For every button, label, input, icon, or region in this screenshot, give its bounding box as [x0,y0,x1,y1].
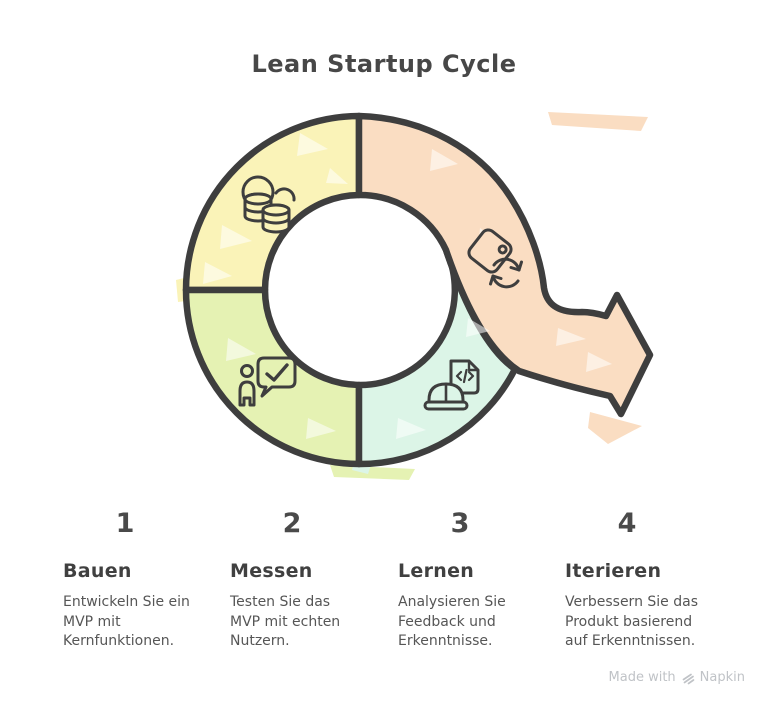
napkin-logo-icon [681,671,695,685]
watermark-brand: Napkin [699,670,745,685]
step-number: 4 [617,508,637,539]
step-title: Messen [230,560,313,582]
coins-icon [241,175,296,234]
step-title: Lernen [398,560,475,582]
lean-startup-cycle-diagram [176,112,654,480]
step-number: 2 [282,508,302,539]
step-column-1: 1 Bauen Entwickeln Sie ein MVP mit Kernf… [63,506,225,652]
step-column-4: 4 Iterieren Verbessern Sie das Produkt b… [565,506,727,652]
hardhat-code-doc-icon [423,359,480,411]
step-column-3: 3 Lernen Analysieren Sie Feedback und Er… [398,506,560,652]
sketch-overshoot-patches [176,112,648,480]
step-number: 3 [450,508,470,539]
step-title: Iterieren [565,560,662,582]
step-number: 1 [115,508,135,539]
step-column-2: 2 Messen Testen Sie das MVP mit echten N… [230,506,392,652]
napkin-watermark[interactable]: Made with Napkin [609,670,745,685]
step-description: Testen Sie das MVP mit echten Nutzern. [230,594,341,649]
watermark-prefix: Made with [608,670,676,685]
page-title: Lean Startup Cycle [251,50,517,78]
user-check-bubble-icon [238,356,297,407]
step-description: Analysieren Sie Feedback und Erkenntniss… [398,594,506,649]
step-description: Entwickeln Sie ein MVP mit Kernfunktione… [63,594,190,649]
step-description: Verbessern Sie das Produkt basierend auf… [565,594,698,649]
step-title: Bauen [63,560,132,582]
tag-refresh-icon [467,228,523,289]
